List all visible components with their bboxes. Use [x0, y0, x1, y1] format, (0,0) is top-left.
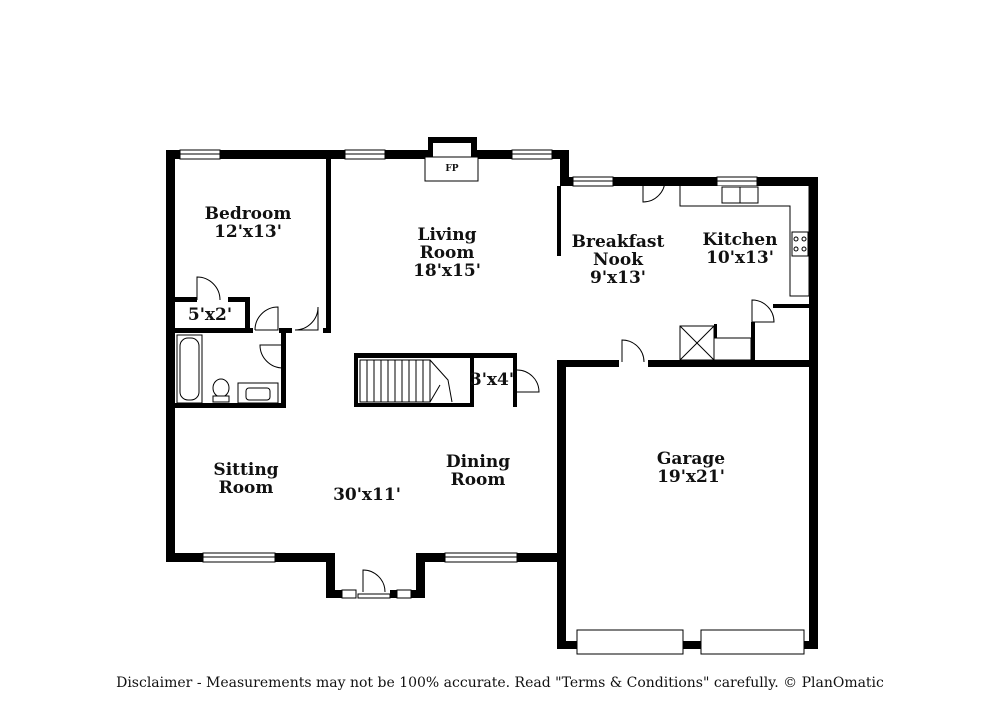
kitchen-size: 10'x13': [706, 248, 774, 268]
dining-name-1: Dining: [446, 452, 510, 472]
dining-name-2: Room: [451, 470, 506, 490]
door-pantry: [516, 369, 540, 393]
chimney-top: [428, 137, 477, 143]
living-name-1: Living: [418, 225, 477, 245]
door-bedroom-2: [254, 306, 279, 331]
wall-foyer-left: [326, 553, 335, 598]
garage-name: Garage: [657, 449, 725, 469]
living-name-2: Room: [420, 243, 475, 263]
bedroom-size: 12'x13': [214, 222, 282, 242]
chimney-right: [471, 137, 477, 159]
stove: [791, 231, 809, 257]
wall-kitchen-closet-left: [751, 322, 755, 362]
kitchen-name: Kitchen: [703, 230, 778, 250]
wall-right: [809, 177, 818, 649]
staircase: [359, 359, 453, 403]
front-door-frame: [357, 593, 391, 599]
wall-bath-right: [281, 328, 286, 406]
door-kitchen-closet: [751, 299, 775, 323]
wall-kitchen-closet-top: [773, 304, 813, 308]
wall-stair-left: [354, 353, 358, 407]
door-bath: [259, 344, 284, 369]
wall-stair-bottom: [354, 403, 472, 407]
sitting-name-1: Sitting: [213, 460, 278, 480]
breakfast-name-1: Breakfast: [572, 232, 665, 252]
garage-door-right: [700, 629, 805, 655]
combined-size: 30'x11': [333, 485, 401, 505]
door-front: [362, 569, 386, 593]
wall-garage-top-r: [648, 360, 818, 367]
wall-step: [560, 150, 569, 186]
interior-walls: [175, 157, 813, 408]
breakfast-name-2: Nook: [593, 250, 644, 270]
wall-garage-bottom: [557, 641, 818, 649]
wall-bath-top-l: [175, 297, 197, 302]
wall-bedroom-right: [326, 157, 331, 333]
bedroom-name: Bedroom: [205, 204, 292, 224]
sitting-name-2: Room: [219, 478, 274, 498]
fireplace-label: FP: [445, 164, 458, 174]
wall-bath-top-r: [228, 297, 250, 302]
fireplace: [424, 156, 479, 182]
wall-hall-top2: [323, 328, 331, 333]
disclaimer-text: Disclaimer - Measurements may not be 100…: [116, 675, 884, 691]
chimney-left: [428, 137, 433, 159]
wall-garage-left: [557, 360, 566, 649]
pantry-size: 3'x4': [470, 370, 514, 390]
wall-stair-top: [354, 353, 517, 358]
wall-foyer-bottom-l: [326, 590, 356, 598]
doors: [196, 179, 775, 599]
wall-breakfast-left: [557, 186, 561, 256]
wall-pantry-right: [513, 353, 517, 407]
wall-closet-right: [245, 297, 250, 333]
window-foyer-l: [341, 589, 357, 599]
wall-left: [166, 150, 175, 562]
wall-bath-bottom: [175, 403, 286, 408]
window-foyer-r: [396, 589, 412, 599]
wall-foyer-right: [416, 553, 425, 598]
door-closet: [196, 276, 221, 301]
wall-garage-top-l: [557, 360, 619, 367]
wall-top-left: [166, 150, 428, 159]
kitchen-counter: [679, 186, 810, 297]
garage-size: 19'x21': [657, 467, 725, 487]
wall-closet-bottom: [175, 328, 253, 333]
wall-pantry-left: [470, 353, 474, 407]
kitchen-fixtures: [679, 186, 810, 361]
toilet: [212, 378, 230, 398]
door-back: [642, 179, 666, 203]
living-size: 18'x15': [413, 261, 481, 281]
bath-fixtures: [176, 334, 279, 404]
door-garage: [621, 339, 645, 363]
breakfast-size: 9'x13': [590, 268, 646, 288]
wall-kitchen-top: [560, 177, 818, 186]
garage-door-left: [576, 629, 684, 655]
door-bedroom: [294, 306, 319, 331]
closet-size: 5'x2': [188, 305, 232, 325]
